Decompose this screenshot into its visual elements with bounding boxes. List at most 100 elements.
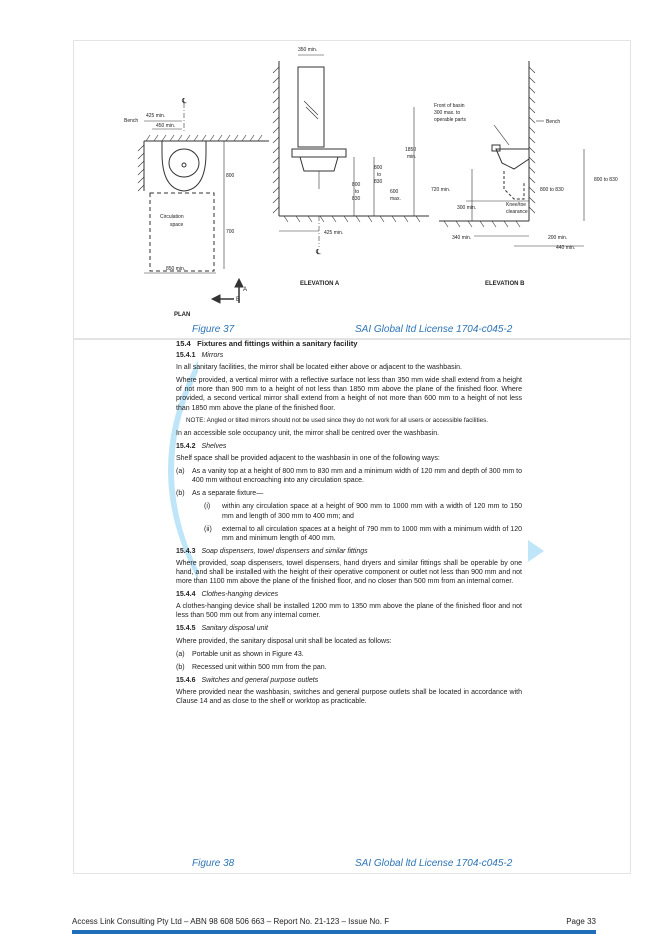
paragraph: In all sanitary facilities, the mirror s…: [176, 364, 462, 372]
list-item: (b)As a separate fixture—: [176, 489, 522, 498]
section-15-4-2-heading: 15.4.2 Shelves: [176, 442, 522, 451]
paragraph: Where provided, the sanitary disposal un…: [176, 637, 392, 645]
paragraph: Where provided near the washbasin, switc…: [176, 688, 522, 706]
figure-37-frame: Bench ℄ 425 min. 450 min. 800 700 Circul…: [73, 40, 631, 340]
elevation-b-title: ELEVATION B: [485, 281, 525, 287]
section-number: 15.4: [176, 339, 191, 348]
figure-38-frame: Figure 38 SAI Global ltd License 1704-c0…: [73, 338, 631, 874]
figure-37-drawing: Bench ℄ 425 min. 450 min. 800 700 Circul…: [124, 47, 618, 318]
section-15-4-heading: 15.4 Fixtures and fittings within a sani…: [176, 339, 522, 348]
section-title: Sanitary disposal unit: [201, 625, 269, 633]
section-15-4-5-heading: 15.4.5 Sanitary disposal unit: [176, 624, 522, 633]
elevation-b-dim-200: 200 min.: [548, 235, 567, 241]
list-item: (b) Recessed unit within 500 mm from the …: [176, 663, 522, 672]
plan-arrow-a: A: [243, 287, 247, 293]
elevation-b-front-1: Front of basin: [434, 103, 465, 109]
elevation-a-dim-tob: to: [355, 189, 359, 195]
elevation-a-dim-1850: 1850: [405, 147, 416, 153]
section-number: 15.4.5: [176, 625, 196, 633]
elevation-a-dim-830: 830: [374, 179, 383, 185]
section-title: Soap dispensers, towel dispensers and si…: [201, 547, 368, 555]
plan-title: PLAN: [174, 312, 190, 318]
section-15-4-4-heading: 15.4.4 Clothes-hanging devices: [176, 590, 522, 599]
section-title: Clothes-hanging devices: [201, 591, 279, 599]
elevation-b-knee-2: clearance: [506, 209, 528, 215]
list-label: (ii): [204, 525, 212, 533]
elevation-a-dim-800: 800: [374, 165, 383, 171]
plan-bench-label: Bench: [124, 118, 138, 124]
elevation-b-dim-300: 300 min.: [457, 205, 476, 211]
elevation-a-dim-1850-min: min.: [407, 154, 416, 160]
list-item: (a) As a vanity top at a height of 800 mm…: [176, 467, 522, 485]
elevation-b-front-3: operable parts: [434, 117, 466, 123]
elevation-a-dim-425: 425 min.: [324, 230, 343, 236]
elevation-a-view: [272, 54, 429, 247]
list-label: (b): [176, 490, 185, 498]
elevation-a-dim-800b: 800: [352, 182, 361, 188]
note: NOTE: Angled or tilted mirrors should no…: [186, 416, 489, 424]
plan-view: [137, 103, 269, 304]
plan-centreline: ℄: [181, 98, 187, 105]
elevation-b-dim-800-830b: 800 to 830: [540, 187, 564, 193]
elevation-b-dim-720: 720 min.: [431, 187, 450, 193]
list-text: Portable unit as shown in Figure 43.: [192, 650, 304, 658]
section-title: Switches and general purpose outlets: [201, 676, 319, 684]
section-title: Fixtures and fittings within a sanitary …: [197, 339, 358, 348]
paragraph: In an accessible sole occupancy unit, th…: [176, 429, 440, 437]
paragraph: Where provided, a vertical mirror with a…: [176, 377, 522, 412]
decorative-arc-shape: [168, 360, 198, 580]
elevation-a-title: ELEVATION A: [300, 281, 340, 287]
section-title: Shelves: [201, 442, 227, 450]
section-title: Mirrors: [201, 352, 224, 360]
elevation-b-front-2: 300 max. to: [434, 110, 460, 116]
elevation-b-dim-800-830a: 800 to 830: [594, 177, 618, 183]
footer-company-info: Access Link Consulting Pty Ltd – ABN 98 …: [72, 917, 390, 926]
section-number: 15.4.3: [176, 547, 196, 555]
decorative-arrow-shape: [528, 540, 544, 562]
elevation-a-dim-to: to: [377, 172, 381, 178]
section-number: 15.4.2: [176, 442, 196, 450]
elevation-b-dim-340: 340 min.: [452, 235, 471, 241]
plan-dim-425: 425 min.: [146, 113, 165, 119]
elevation-b-view: [439, 61, 585, 247]
elevation-b-dim-440: 440 min.: [556, 245, 575, 251]
plan-dim-800: 800: [226, 173, 235, 179]
elevation-a-centreline: ℄: [315, 249, 321, 256]
list-label: (a): [176, 650, 185, 658]
section-15-4-1-heading: 15.4.1 Mirrors: [176, 351, 522, 360]
list-text: As a vanity top at a height of 800 mm to…: [192, 468, 522, 485]
plan-dim-850: 850 min.: [166, 266, 185, 272]
list-text: within any circulation space at a height…: [222, 503, 522, 520]
plan-dim-700: 700: [226, 229, 235, 235]
plan-dim-450: 450 min.: [156, 123, 175, 129]
list-label: (i): [204, 503, 211, 511]
footer-bar: [72, 930, 596, 934]
figure-37-caption: Figure 37: [192, 324, 235, 335]
paragraph: Where provided, soap dispensers, towel d…: [176, 559, 522, 586]
sub-list-item: (ii) external to all circulation spaces a…: [204, 525, 522, 543]
plan-circulation-label: Circulation: [160, 214, 184, 220]
list-label: (a): [176, 468, 185, 476]
sub-list-item: (i) within any circulation space at a hei…: [204, 502, 522, 520]
elevation-b-knee-1: Knee/toe: [506, 202, 526, 208]
figure-37-license: SAI Global ltd License 1704-c045-2: [355, 324, 513, 335]
list-label: (b): [176, 663, 185, 671]
page-footer: Access Link Consulting Pty Ltd – ABN 98 …: [72, 917, 596, 926]
section-number: 15.4.4: [176, 591, 196, 599]
section-number: 15.4.1: [176, 352, 196, 360]
elevation-a-dim-350: 350 min.: [298, 47, 317, 53]
elevation-a-dim-600: 600: [390, 189, 399, 195]
paragraph: Shelf space shall be provided adjacent t…: [176, 455, 440, 463]
plan-arrow-b: B: [236, 297, 240, 303]
figure-38-caption: Figure 38: [192, 858, 235, 869]
paragraph: A clothes-hanging device shall be instal…: [176, 603, 522, 620]
list-text: external to all circulation spaces at a …: [222, 525, 522, 542]
section-15-4-6-heading: 15.4.6 Switches and general purpose outle…: [176, 676, 522, 685]
list-item: (a) Portable unit as shown in Figure 43.: [176, 650, 522, 659]
plan-circulation-label-2: space: [170, 222, 184, 228]
section-15-4-3-heading: 15.4.3 Soap dispensers, towel dispensers …: [176, 547, 522, 556]
page-number: Page 33: [566, 917, 596, 926]
section-number: 15.4.6: [176, 676, 196, 684]
list-text: Recessed unit within 500 mm from the pan…: [192, 663, 327, 671]
elevation-a-dim-max: max.: [390, 196, 401, 202]
